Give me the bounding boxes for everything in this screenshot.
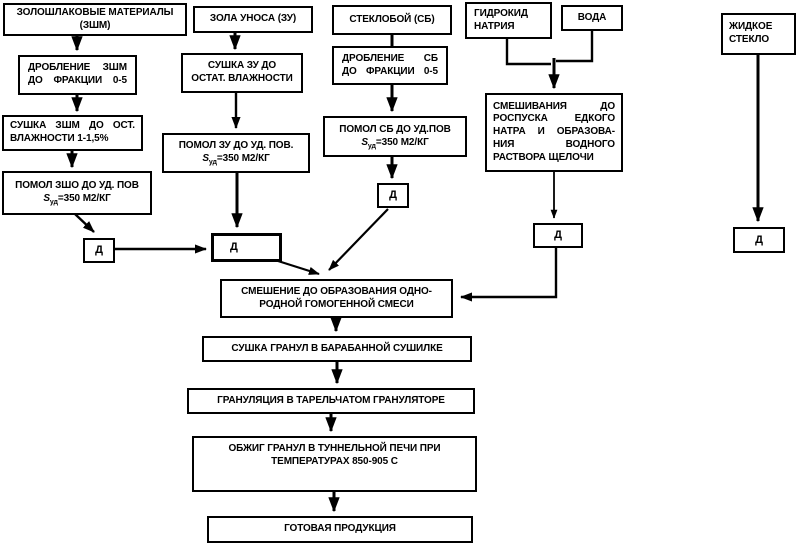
node-label: ЖИДКОЕ xyxy=(729,21,773,33)
dozator-label: Д xyxy=(95,244,103,257)
node-label: НАТРА И ОБРАЗОВА- xyxy=(493,126,615,138)
node-label: СМЕШИВАНИЯ ДО xyxy=(493,100,615,112)
node-label: ТЕМПЕРАТУРАХ 850-905 С xyxy=(271,455,398,467)
node-label: ЗОЛА УНОСА (ЗУ) xyxy=(209,13,297,25)
node-sushka-zshm: СУШКА ЗШМ ДО ОСТ. ВЛАЖНОСТИ 1-1,5% xyxy=(2,115,143,151)
dozator-box-zhidkoe-steklo: Д xyxy=(733,227,785,253)
node-label: ГОТОВАЯ ПРОДУКЦИЯ xyxy=(284,523,396,535)
node-label: РАСТВОРА ЩЕЛОЧИ xyxy=(493,151,594,163)
node-label: ВОДА xyxy=(577,11,607,23)
arrow-dozator-zu-to-smeshenie xyxy=(277,259,320,276)
node-label: ПОМОЛ ЗШО ДО УД. ПОВ xyxy=(15,180,139,192)
node-gidrokid-natrija: ГИДРОКИД НАТРИЯ xyxy=(465,2,552,39)
node-formula: Sуд=350 М2/КГ xyxy=(361,136,429,150)
node-label: СМЕШЕНИЕ ДО ОБРАЗОВАНИЯ ОДНО- xyxy=(241,285,432,297)
line-gidrokid-merge xyxy=(505,39,551,66)
node-pomol-zsho: ПОМОЛ ЗШО ДО УД. ПОВ Sуд=350 М2/КГ xyxy=(2,171,152,215)
node-pomol-zu: ПОМОЛ ЗУ ДО УД. ПОВ. Sуд=350 М2/КГ xyxy=(162,133,310,173)
arrow-dozator-naoh-to-smeshenie xyxy=(460,248,558,302)
node-zola-unosa: ЗОЛА УНОСА (ЗУ) xyxy=(193,6,313,33)
node-label: СУШКА ЗУ ДО xyxy=(207,60,277,72)
node-smeshenie: СМЕШЕНИЕ ДО ОБРАЗОВАНИЯ ОДНО- РОДНОЙ ГОМ… xyxy=(220,279,453,318)
node-label: НАТРИЯ xyxy=(474,20,515,32)
node-label: ВЛАЖНОСТИ 1-1,5% xyxy=(10,133,109,144)
node-pomol-sb: ПОМОЛ СБ ДО УД.ПОВ Sуд=350 М2/КГ xyxy=(323,116,467,157)
node-droblenie-zshm: ДРОБЛЕНИЕ ЗШМ ДО ФРАКЦИИ 0-5 xyxy=(18,55,137,95)
node-sushka-zu: СУШКА ЗУ ДО ОСТАТ. ВЛАЖНОСТИ xyxy=(181,53,303,93)
node-label: СТЕКЛОБОЙ (СБ) xyxy=(349,13,435,25)
node-label: ДРОБЛЕНИЕ СБ xyxy=(342,52,438,64)
node-formula: Sуд=350 М2/КГ xyxy=(202,153,270,166)
node-label: ОСТАТ. ВЛАЖНОСТИ xyxy=(191,73,293,84)
node-formula: Sуд=350 М2/КГ xyxy=(43,193,111,206)
node-label: СУШКА ГРАНУЛ В БАРАБАННОЙ СУШИЛКЕ xyxy=(231,342,443,354)
node-label: ГРАНУЛЯЦИЯ В ТАРЕЛЬЧАТОМ ГРАНУЛЯТОРЕ xyxy=(217,394,445,406)
node-smeshivanija-shcheloch: СМЕШИВАНИЯ ДО РОСПУСКА ЕДКОГО НАТРА И ОБ… xyxy=(485,93,623,172)
node-zhidkoe-steklo: ЖИДКОЕ СТЕКЛО xyxy=(721,13,796,55)
arrow-dozator-sb-to-smeshenie xyxy=(328,208,389,271)
node-zoloshlakovye-materialy: ЗОЛОШЛАКОВЫЕ МАТЕРИАЛЫ (ЗШМ) xyxy=(3,3,187,36)
dozator-label: Д xyxy=(755,233,763,246)
dozator-label: Д xyxy=(554,229,562,242)
dozator-label: Д xyxy=(389,189,397,202)
node-label: РОСПУСКА ЕДКОГО xyxy=(493,113,615,125)
dozator-box-naoh: Д xyxy=(533,223,583,248)
node-label: ДО ФРАКЦИИ 0-5 xyxy=(28,75,127,86)
node-label: ДРОБЛЕНИЕ ЗШМ xyxy=(28,62,127,74)
node-granulyacija: ГРАНУЛЯЦИЯ В ТАРЕЛЬЧАТОМ ГРАНУЛЯТОРЕ xyxy=(187,388,475,414)
arrow-pomol-zsho-to-dozator xyxy=(74,213,95,233)
node-label: ГИДРОКИД xyxy=(474,7,528,19)
dozator-box-zshm: Д xyxy=(83,238,115,263)
node-droblenie-sb: ДРОБЛЕНИЕ СБ ДО ФРАКЦИИ 0-5 xyxy=(332,46,448,85)
node-label: ДО ФРАКЦИИ 0-5 xyxy=(342,65,438,77)
node-obzhig: ОБЖИГ ГРАНУЛ В ТУННЕЛЬНОЙ ПЕЧИ ПРИ ТЕМПЕ… xyxy=(192,436,477,492)
node-label: (ЗШМ) xyxy=(79,19,111,31)
node-label: СТЕКЛО xyxy=(729,34,770,45)
node-label: НИЯ ВОДНОГО xyxy=(493,138,615,150)
dozator-box-sb: Д xyxy=(377,183,409,208)
node-label: РОДНОЙ ГОМОГЕННОЙ СМЕСИ xyxy=(259,298,414,310)
node-label: ПОМОЛ СБ ДО УД.ПОВ xyxy=(339,123,451,135)
node-label: ПОМОЛ ЗУ ДО УД. ПОВ. xyxy=(178,140,294,152)
dozator-label: Д xyxy=(230,241,238,254)
node-label: ОБЖИГ ГРАНУЛ В ТУННЕЛЬНОЙ ПЕЧИ ПРИ xyxy=(228,443,441,454)
node-gotovaja-produkcija: ГОТОВАЯ ПРОДУКЦИЯ xyxy=(207,516,473,543)
dozator-box-zu: Д xyxy=(211,233,282,262)
node-label: ЗОЛОШЛАКОВЫЕ МАТЕРИАЛЫ xyxy=(16,6,174,18)
node-label: СУШКА ЗШМ ДО ОСТ. xyxy=(10,120,135,132)
node-sushka-granul: СУШКА ГРАНУЛ В БАРАБАННОЙ СУШИЛКЕ xyxy=(202,336,472,362)
line-voda-merge xyxy=(556,31,594,63)
node-voda: ВОДА xyxy=(561,5,623,31)
node-stekloboj: СТЕКЛОБОЙ (СБ) xyxy=(332,5,452,35)
